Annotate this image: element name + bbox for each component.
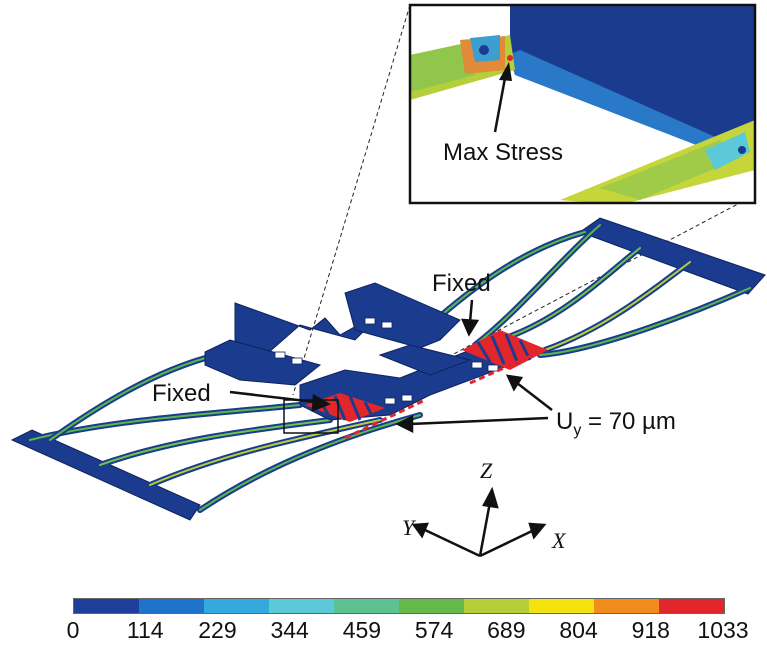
colorbar-segment xyxy=(464,599,529,613)
uy-label: Uy = 70 µm xyxy=(556,408,676,440)
mid-block xyxy=(378,344,472,376)
colorbar-tick-label: 574 xyxy=(414,617,454,643)
etch-holes xyxy=(274,317,499,405)
stress-colorbar xyxy=(73,598,725,614)
colorbar-tick-label: 344 xyxy=(270,617,309,643)
uy-subscript: y xyxy=(573,421,582,439)
boundary-line-right xyxy=(469,350,541,385)
axis-x-label: X xyxy=(552,528,566,553)
colorbar-segment xyxy=(139,599,204,613)
left-frame xyxy=(204,339,322,386)
inset-frame xyxy=(408,3,757,205)
colorbar-tick-label: 689 xyxy=(487,617,526,643)
zoom-line-left xyxy=(292,4,411,396)
upper-frame xyxy=(344,282,461,349)
uy-symbol: U xyxy=(556,408,574,435)
uy-value: = 70 µm xyxy=(581,408,676,435)
colorbar-segment xyxy=(529,599,594,613)
coordinate-triad xyxy=(411,486,547,558)
fixed-label-right: Fixed xyxy=(432,270,491,297)
colorbar-tick-label: 114 xyxy=(126,617,164,643)
left-beams xyxy=(27,347,423,513)
axis-y-label: Y xyxy=(402,515,415,540)
boundary-line-left xyxy=(344,398,426,440)
colorbar-segment xyxy=(659,599,724,613)
right-anchor-pad xyxy=(578,217,766,295)
zoom-region-box xyxy=(283,399,339,434)
max-stress-label: Max Stress xyxy=(443,139,564,166)
mems-structure xyxy=(10,217,766,521)
colorbar-segment xyxy=(269,599,334,613)
right-beams xyxy=(427,222,753,358)
annotation-arrows xyxy=(229,299,553,434)
colorbar-tick-label: 459 xyxy=(342,617,382,643)
colorbar-segment xyxy=(594,599,659,613)
colorbar-segment xyxy=(204,599,269,613)
inset-zoom xyxy=(408,3,757,205)
colorbar-tick-label: 804 xyxy=(559,617,598,643)
max-stress-arrow xyxy=(493,77,507,133)
colorbar-tick-label: 0 xyxy=(66,617,80,643)
colorbar-tick-label: 1033 xyxy=(697,617,749,643)
colorbar-segment xyxy=(74,599,139,613)
colorbar-segment xyxy=(399,599,464,613)
left-anchor-pad xyxy=(10,429,201,521)
fixed-label-left: Fixed xyxy=(152,380,211,407)
axis-z-label: Z xyxy=(480,458,493,483)
colorbar-tick-label: 918 xyxy=(631,617,670,643)
colorbar-tick-label: 229 xyxy=(198,617,237,643)
colorbar-segment xyxy=(334,599,399,613)
